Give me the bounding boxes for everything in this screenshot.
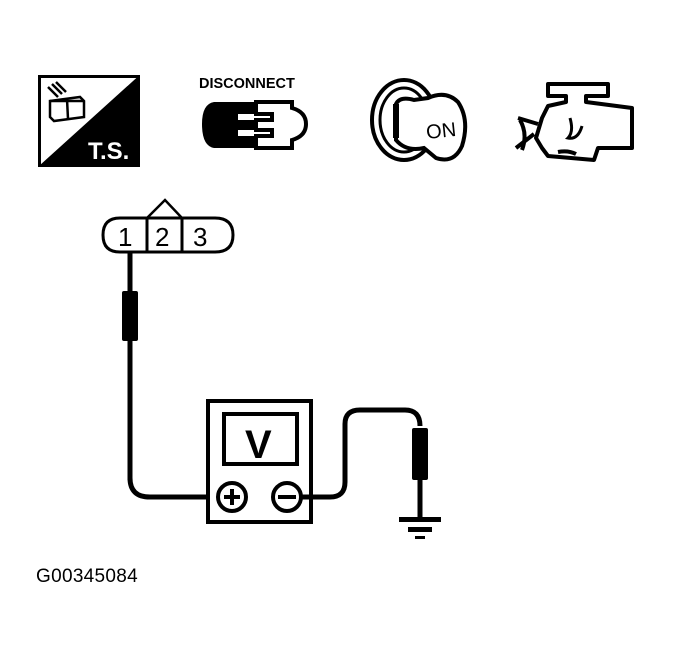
positive-probe-lead [122, 252, 212, 500]
disconnect-icon: DISCONNECT [196, 74, 326, 168]
ground-symbol [399, 517, 441, 539]
negative-probe-lead [301, 407, 428, 518]
voltmeter-display: V [245, 423, 272, 467]
ignition-on-icon: ON [366, 74, 476, 170]
terminal-3: 3 [193, 222, 207, 252]
on-label: ON [425, 119, 457, 144]
voltmeter [206, 399, 313, 524]
disconnect-label: DISCONNECT [199, 76, 295, 92]
figure-id: G00345084 [36, 566, 139, 587]
connector [101, 198, 235, 254]
engine-icon [508, 78, 638, 168]
terminal-2: 2 [155, 222, 169, 252]
troubleshooting-icon: T.S. [38, 75, 140, 167]
ts-label: T.S. [88, 138, 129, 165]
terminal-1: 1 [118, 222, 132, 252]
